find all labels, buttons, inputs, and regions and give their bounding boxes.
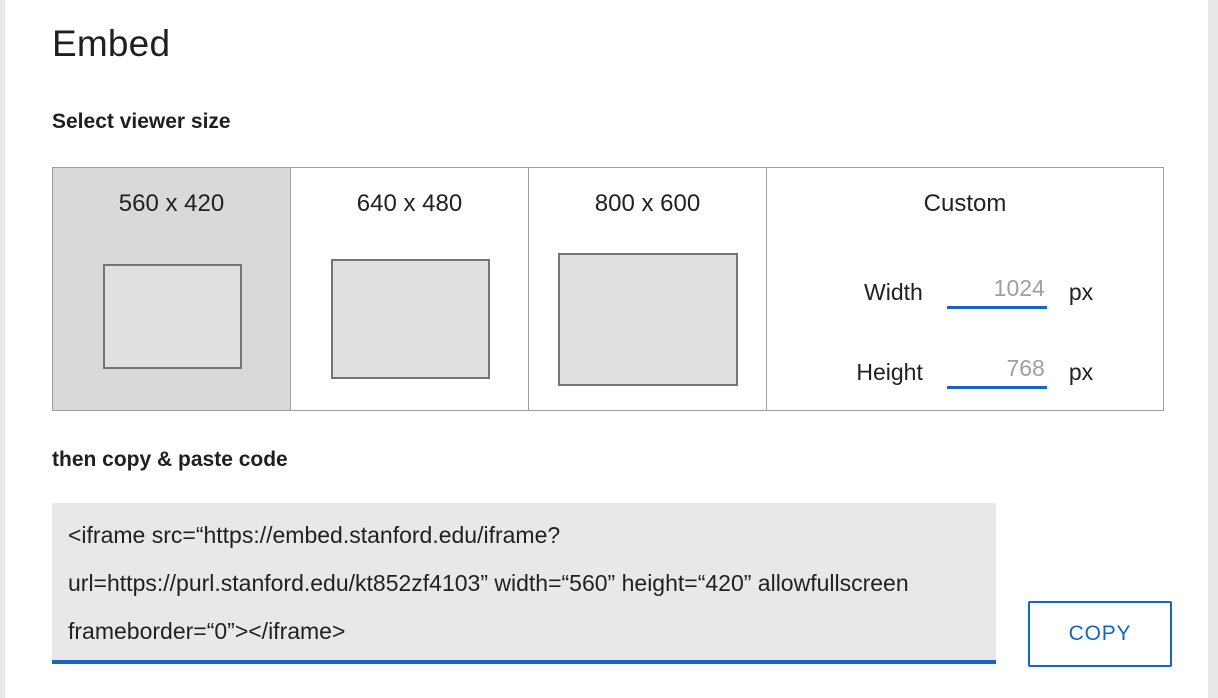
- custom-width-input[interactable]: [946, 275, 1047, 309]
- size-preview-thumbnail-640x480: [330, 259, 490, 379]
- page-gutter-left: [0, 0, 5, 698]
- copy-paste-code-heading: then copy & paste code: [52, 448, 288, 471]
- size-option-label-custom: Custom: [923, 190, 1007, 217]
- select-viewer-size-heading: Select viewer size: [52, 110, 231, 133]
- size-option-640x480[interactable]: 640 x 480: [291, 168, 529, 410]
- custom-size-fields: Width px Height px: [767, 252, 1163, 412]
- page-gutter-right: [1208, 0, 1218, 698]
- size-preview-thumbnail-560x420: [102, 264, 242, 369]
- size-option-label-800x600: 800 x 600: [594, 190, 701, 217]
- custom-height-unit: px: [1068, 358, 1094, 385]
- custom-height-label: Height: [856, 358, 923, 385]
- size-preview-thumbnail-800x600: [557, 253, 738, 386]
- size-option-800x600[interactable]: 800 x 600: [529, 168, 767, 410]
- embed-code-textarea[interactable]: [52, 503, 996, 664]
- viewer-size-selector: 560 x 420 640 x 480 800 x 600 Custom Wid…: [52, 167, 1164, 411]
- custom-height-input[interactable]: [946, 355, 1047, 389]
- size-option-custom[interactable]: Custom Width px Height px: [767, 168, 1163, 410]
- page-title: Embed: [52, 23, 171, 64]
- size-option-label-560x420: 560 x 420: [118, 190, 225, 217]
- size-option-560x420[interactable]: 560 x 420: [53, 168, 291, 410]
- copy-button[interactable]: COPY: [1028, 601, 1172, 667]
- size-option-label-640x480: 640 x 480: [356, 190, 463, 217]
- custom-width-unit: px: [1068, 278, 1094, 305]
- custom-width-label: Width: [864, 278, 923, 305]
- embed-dialog: Embed Select viewer size 560 x 420 640 x…: [6, 0, 1208, 698]
- custom-width-row: Width px: [767, 252, 1163, 332]
- custom-height-row: Height px: [767, 332, 1163, 412]
